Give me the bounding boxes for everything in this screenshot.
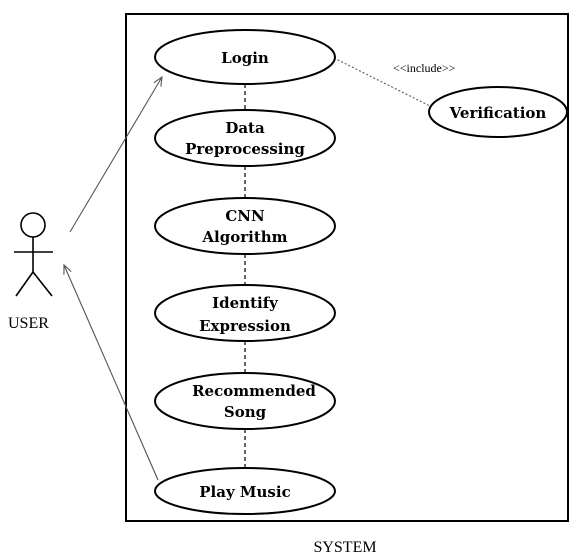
- association-user-login: [69, 77, 162, 233]
- use-case-play-music-label: Play Music: [199, 483, 290, 501]
- use-case-cnn-algorithm-line2: Algorithm: [201, 228, 287, 246]
- actor-label: USER: [8, 315, 49, 332]
- use-case-identify-expression: Identify Expression: [154, 284, 336, 342]
- user-actor: [14, 212, 53, 297]
- actor-right-leg: [32, 271, 53, 297]
- use-case-verification-label: Verification: [449, 104, 547, 122]
- system-boundary: [125, 13, 569, 522]
- actor-left-leg: [15, 271, 34, 297]
- include-label: <<include>>: [393, 61, 456, 75]
- use-case-verification: Verification: [428, 86, 568, 138]
- use-case-recommended-song: Recommended Song: [154, 372, 336, 430]
- use-case-login-label: Login: [221, 49, 269, 67]
- use-case-play-music: Play Music: [154, 467, 336, 515]
- use-case-identify-expression-line2: Expression: [199, 317, 291, 335]
- association-play-user: [64, 265, 159, 481]
- use-case-cnn-algorithm-line1: CNN: [225, 207, 265, 225]
- system-label: SYSTEM: [313, 539, 376, 556]
- actor-head: [20, 212, 46, 238]
- use-case-data-preprocessing: Data Preprocessing: [154, 109, 336, 167]
- use-case-data-preprocessing-line2: Preprocessing: [185, 140, 305, 158]
- use-case-recommended-song-line2: Song: [224, 403, 267, 421]
- include-relation-line: [333, 57, 439, 111]
- use-case-recommended-song-line1: Recommended: [192, 382, 316, 400]
- use-case-cnn-algorithm: CNN Algorithm: [154, 197, 336, 255]
- use-case-data-preprocessing-line1: Data: [225, 119, 265, 137]
- use-case-identify-expression-line1: Identify: [212, 294, 279, 312]
- use-case-login: Login: [154, 29, 336, 85]
